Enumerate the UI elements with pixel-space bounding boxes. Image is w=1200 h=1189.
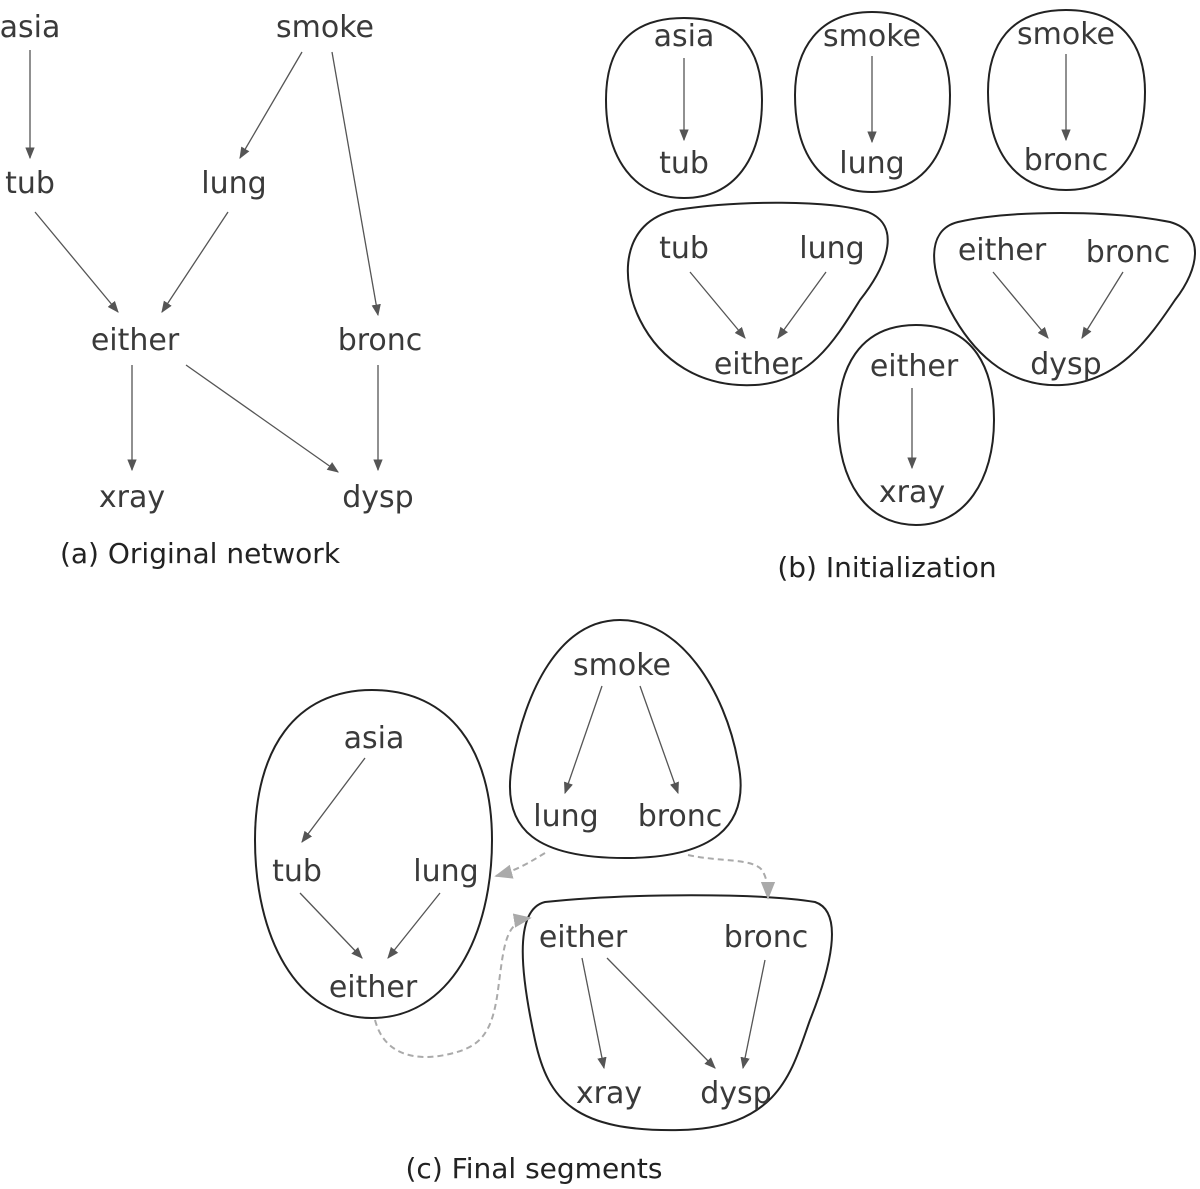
node-asia: asia bbox=[654, 19, 715, 54]
node-xray: xray bbox=[576, 1076, 642, 1111]
node-bronc: bronc bbox=[724, 920, 809, 955]
init-segment-smoke-lung: smoke lung bbox=[793, 10, 952, 194]
final-segment-smoke: smoke lung bronc bbox=[508, 618, 742, 860]
panel-c-final-segments: asia tub lung either smoke lung bronc ei… bbox=[253, 618, 833, 1185]
segment-outline bbox=[253, 688, 494, 1020]
final-segment-asia: asia tub lung either bbox=[253, 688, 494, 1020]
segment-outline bbox=[986, 8, 1147, 192]
caption-b: (b) Initialization bbox=[777, 551, 996, 584]
node-dysp: dysp bbox=[1030, 347, 1101, 382]
edge-either-dysp bbox=[606, 957, 716, 1069]
node-tub: tub bbox=[5, 166, 55, 201]
edge-lung-either bbox=[777, 271, 827, 339]
caption-a: (a) Original network bbox=[60, 537, 341, 570]
caption-c: (c) Final segments bbox=[406, 1152, 663, 1185]
node-either: either bbox=[91, 323, 180, 358]
node-asia: asia bbox=[344, 721, 405, 756]
edge-bronc-dysp bbox=[740, 959, 766, 1070]
segment-outline bbox=[508, 618, 742, 860]
node-lung: lung bbox=[533, 799, 598, 834]
panel-b-initialization: asia tub smoke lung smoke bronc tub lung… bbox=[604, 8, 1196, 584]
node-tub: tub bbox=[659, 146, 709, 181]
edge-tub-either bbox=[689, 271, 746, 339]
node-bronc: bronc bbox=[638, 799, 723, 834]
node-either: either bbox=[714, 347, 803, 382]
node-either: either bbox=[870, 349, 959, 384]
edge-lung-either bbox=[387, 892, 441, 959]
edge-either-dysp bbox=[992, 271, 1049, 339]
link-smoke-to-asia-lung bbox=[494, 852, 546, 879]
edge-smoke-bronc bbox=[331, 51, 381, 317]
node-bronc: bronc bbox=[1024, 143, 1109, 178]
node-lung: lung bbox=[839, 146, 904, 181]
edge-asia-tub bbox=[301, 757, 366, 843]
init-segment-either-xray: either xray bbox=[836, 323, 996, 527]
init-segment-asia-tub: asia tub bbox=[604, 16, 764, 200]
node-dysp: dysp bbox=[342, 480, 413, 515]
segment-outline bbox=[836, 323, 996, 527]
segment-outline bbox=[626, 201, 889, 387]
segment-outline bbox=[933, 212, 1196, 387]
node-lung: lung bbox=[799, 231, 864, 266]
edge-smoke-bronc bbox=[639, 685, 679, 795]
final-segment-either: either bronc xray dysp bbox=[521, 894, 833, 1132]
node-lung: lung bbox=[413, 854, 478, 889]
link-asia-either-to-either-segment bbox=[374, 913, 532, 1058]
node-either: either bbox=[958, 233, 1047, 268]
panel-a-original-network: asia smoke tub lung either bronc xray dy… bbox=[0, 10, 422, 570]
node-lung: lung bbox=[201, 166, 266, 201]
edge-either-dysp bbox=[185, 364, 339, 473]
node-asia: asia bbox=[0, 10, 60, 45]
link-smoke-to-either-bronc bbox=[687, 854, 776, 900]
node-smoke: smoke bbox=[573, 648, 671, 683]
init-segment-either-bronc-dysp: either bronc dysp bbox=[933, 212, 1196, 387]
node-smoke: smoke bbox=[1017, 17, 1115, 52]
edge-tub-either bbox=[34, 211, 119, 313]
segment-outline bbox=[793, 10, 952, 194]
edge-smoke-lung bbox=[564, 685, 603, 795]
init-segment-tub-lung-either: tub lung either bbox=[626, 201, 889, 387]
edge-smoke-lung bbox=[239, 51, 303, 160]
node-xray: xray bbox=[879, 475, 945, 510]
node-either: either bbox=[329, 970, 418, 1005]
node-either: either bbox=[539, 920, 628, 955]
segment-outline bbox=[604, 16, 764, 200]
edge-either-xray bbox=[581, 957, 607, 1070]
node-smoke: smoke bbox=[276, 10, 374, 45]
node-tub: tub bbox=[659, 231, 709, 266]
init-segment-smoke-bronc: smoke bronc bbox=[986, 8, 1147, 192]
node-bronc: bronc bbox=[338, 323, 423, 358]
node-dysp: dysp bbox=[700, 1076, 771, 1111]
node-smoke: smoke bbox=[823, 19, 921, 54]
edge-bronc-dysp bbox=[1081, 271, 1124, 339]
edge-lung-either bbox=[161, 211, 229, 313]
node-xray: xray bbox=[99, 480, 165, 515]
edge-tub-either bbox=[299, 892, 363, 959]
node-bronc: bronc bbox=[1086, 235, 1171, 270]
node-tub: tub bbox=[272, 854, 322, 889]
